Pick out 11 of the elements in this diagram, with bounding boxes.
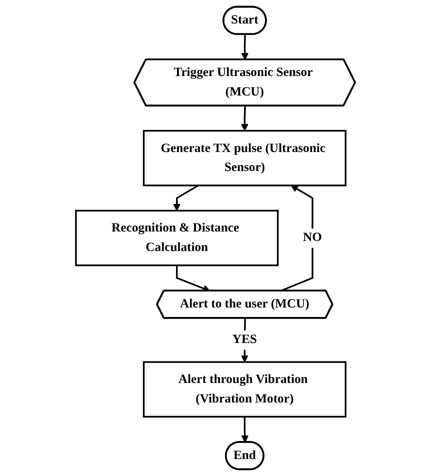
arrow [176,265,210,292]
node-box: Generate TX pulse (Ultrasonic Sensor) [142,130,346,186]
node-box: Alert through Vibration (Vibration Motor) [142,361,346,418]
arrow [240,106,248,132]
edge-label: NO [303,231,322,245]
arrow [173,184,199,211]
arrow [280,185,314,292]
arrow [241,34,249,60]
arrow [241,416,249,443]
node-box: Recognition & Distance Calculation [75,210,279,266]
edge-label: YES [232,333,257,346]
